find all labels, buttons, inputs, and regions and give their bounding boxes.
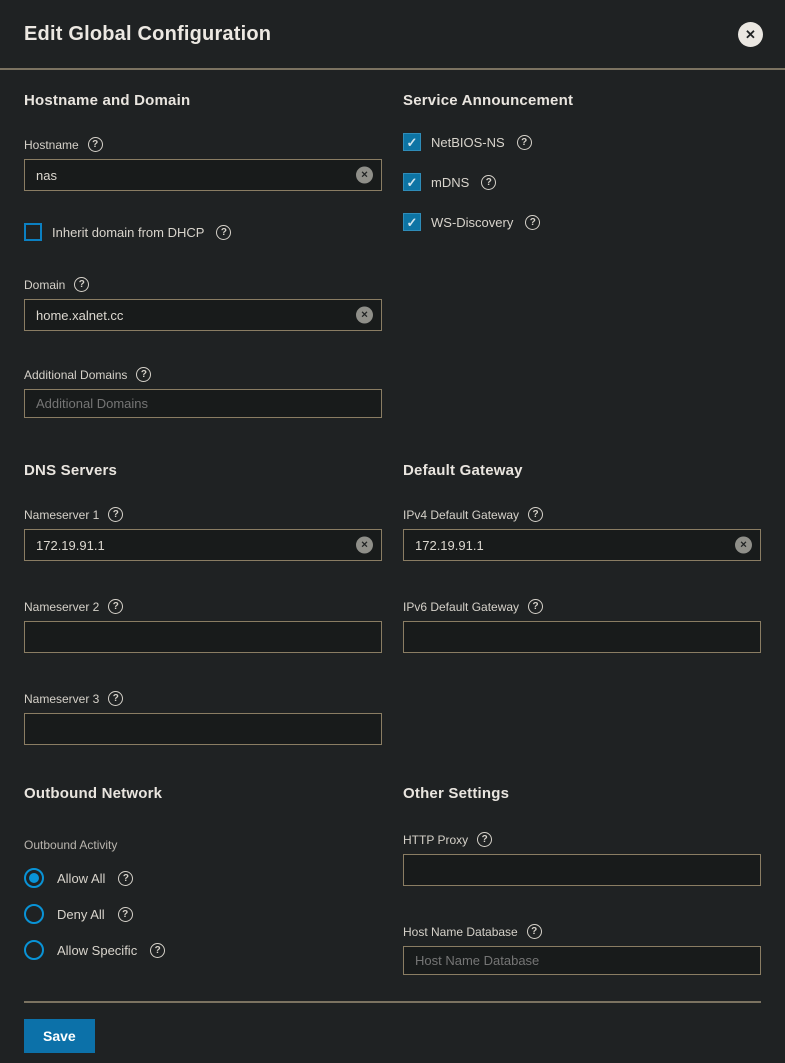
netbios-ns-help-icon[interactable]: ? [516, 134, 532, 150]
domain-help-icon[interactable]: ? [74, 277, 90, 292]
section-default-gateway: Default Gateway IPv4 Default Gateway ? ✕… [403, 462, 761, 745]
section-title-hostname-domain: Hostname and Domain [24, 92, 191, 109]
allow-all-help-icon[interactable]: ? [118, 870, 134, 886]
section-title-service-announcement: Service Announcement [403, 92, 574, 109]
ipv4-gateway-clear-icon[interactable]: ✕ [735, 536, 752, 554]
mdns-label[interactable]: mDNS [431, 174, 470, 190]
mdns-checkbox-row: ✓ mDNS ? [403, 173, 761, 191]
field-host-name-database: Host Name Database ? [403, 924, 761, 975]
ipv6-gateway-help-icon[interactable]: ? [528, 599, 544, 614]
radio-row-allow-all: Allow All ? [24, 868, 382, 888]
field-ipv6-gateway: IPv6 Default Gateway ? [403, 599, 761, 653]
field-domain: Domain ? ✕ [24, 277, 382, 331]
inherit-dhcp-label[interactable]: Inherit domain from DHCP [52, 224, 205, 240]
netbios-ns-label[interactable]: NetBIOS-NS [431, 134, 505, 150]
mdns-checkbox[interactable]: ✓ [403, 173, 421, 191]
dialog-title: Edit Global Configuration [24, 22, 272, 45]
nameserver1-clear-icon[interactable]: ✕ [356, 536, 373, 554]
ipv6-gateway-label: IPv6 Default Gateway [403, 599, 520, 614]
http-proxy-help-icon[interactable]: ? [477, 832, 493, 847]
section-service-announcement: Service Announcement ✓ NetBIOS-NS ? ✓ mD… [403, 92, 761, 418]
nameserver2-label: Nameserver 2 [24, 599, 100, 614]
nameserver2-input[interactable] [24, 621, 382, 653]
host-name-database-label: Host Name Database [403, 924, 518, 939]
nameserver2-help-icon[interactable]: ? [108, 599, 124, 614]
allow-all-radio[interactable] [24, 868, 44, 888]
field-nameserver-1: Nameserver 1 ? ✕ [24, 507, 382, 561]
section-other-settings: Other Settings HTTP Proxy ? Host Name Da… [403, 785, 761, 975]
inherit-dhcp-checkbox-row: Inherit domain from DHCP ? [24, 223, 382, 241]
nameserver3-help-icon[interactable]: ? [108, 691, 124, 706]
hostname-help-icon[interactable]: ? [87, 137, 103, 152]
additional-domains-label: Additional Domains [24, 367, 128, 382]
allow-specific-radio[interactable] [24, 940, 44, 960]
outbound-activity-label: Outbound Activity [24, 838, 118, 852]
section-title-outbound-network: Outbound Network [24, 785, 163, 802]
domain-clear-icon[interactable]: ✕ [356, 306, 373, 324]
section-title-default-gateway: Default Gateway [403, 462, 523, 479]
host-name-database-input[interactable] [403, 946, 761, 975]
nameserver3-input[interactable] [24, 713, 382, 745]
domain-label: Domain [24, 277, 66, 292]
hostname-label: Hostname [24, 137, 79, 152]
additional-domains-help-icon[interactable]: ? [136, 367, 152, 382]
hostname-input[interactable] [24, 159, 382, 191]
deny-all-radio[interactable] [24, 904, 44, 924]
hostname-clear-icon[interactable]: ✕ [356, 166, 373, 184]
nameserver1-help-icon[interactable]: ? [108, 507, 124, 522]
nameserver1-label: Nameserver 1 [24, 507, 100, 522]
ipv4-gateway-label: IPv4 Default Gateway [403, 507, 520, 522]
field-ipv4-gateway: IPv4 Default Gateway ? ✕ [403, 507, 761, 561]
dialog-body: Hostname and Domain Hostname ? ✕ Inherit… [0, 70, 785, 975]
allow-specific-help-icon[interactable]: ? [150, 942, 166, 958]
ipv6-gateway-input[interactable] [403, 621, 761, 653]
ws-discovery-checkbox-row: ✓ WS-Discovery ? [403, 213, 761, 231]
allow-all-label[interactable]: Allow All [57, 870, 106, 886]
field-additional-domains: Additional Domains ? [24, 367, 382, 418]
additional-domains-input[interactable] [24, 389, 382, 418]
dialog-footer: Save [24, 1001, 761, 1053]
field-nameserver-3: Nameserver 3 ? [24, 691, 382, 745]
section-title-dns-servers: DNS Servers [24, 462, 118, 479]
radio-row-deny-all: Deny All ? [24, 904, 382, 924]
ipv4-gateway-help-icon[interactable]: ? [528, 507, 544, 522]
http-proxy-label: HTTP Proxy [403, 832, 469, 847]
allow-specific-label[interactable]: Allow Specific [57, 942, 138, 958]
ws-discovery-checkbox[interactable]: ✓ [403, 213, 421, 231]
dialog-header: Edit Global Configuration ✕ [0, 0, 785, 70]
netbios-ns-checkbox[interactable]: ✓ [403, 133, 421, 151]
nameserver1-input[interactable] [24, 529, 382, 561]
ipv4-gateway-input[interactable] [403, 529, 761, 561]
http-proxy-input[interactable] [403, 854, 761, 886]
nameserver3-label: Nameserver 3 [24, 691, 100, 706]
ws-discovery-help-icon[interactable]: ? [525, 214, 541, 230]
section-title-other-settings: Other Settings [403, 785, 510, 802]
deny-all-label[interactable]: Deny All [57, 906, 105, 922]
close-icon[interactable]: ✕ [738, 21, 763, 47]
inherit-dhcp-help-icon[interactable]: ? [216, 224, 232, 240]
field-hostname: Hostname ? ✕ [24, 137, 382, 191]
host-name-database-help-icon[interactable]: ? [526, 924, 542, 939]
netbios-ns-checkbox-row: ✓ NetBIOS-NS ? [403, 133, 761, 151]
section-dns-servers: DNS Servers Nameserver 1 ? ✕ Nameserver … [24, 462, 382, 745]
domain-input[interactable] [24, 299, 382, 331]
section-hostname-and-domain: Hostname and Domain Hostname ? ✕ Inherit… [24, 92, 382, 418]
field-http-proxy: HTTP Proxy ? [403, 832, 761, 886]
field-nameserver-2: Nameserver 2 ? [24, 599, 382, 653]
section-outbound-network: Outbound Network Outbound Activity Allow… [24, 785, 382, 975]
deny-all-help-icon[interactable]: ? [117, 906, 133, 922]
radio-row-allow-specific: Allow Specific ? [24, 940, 382, 960]
inherit-dhcp-checkbox[interactable] [24, 223, 42, 241]
save-button[interactable]: Save [24, 1019, 95, 1053]
ws-discovery-label[interactable]: WS-Discovery [431, 214, 514, 230]
mdns-help-icon[interactable]: ? [481, 174, 497, 190]
